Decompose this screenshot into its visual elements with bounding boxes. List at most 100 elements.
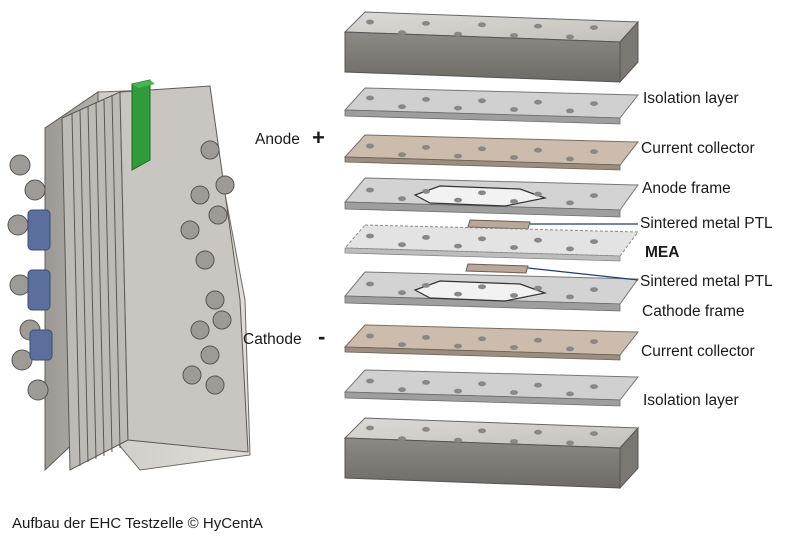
label-isolation-layer-bottom: Isolation layer <box>643 392 739 409</box>
bolt-hole <box>398 387 406 393</box>
bolt-hole <box>510 390 518 395</box>
green-electrode-tab <box>131 79 151 171</box>
bolt-hole <box>422 427 430 432</box>
bolt-hole <box>478 98 486 104</box>
plate-current-collector-bottom <box>343 324 640 361</box>
assembled-cell <box>7 79 251 472</box>
cell-bolts-right <box>180 140 235 395</box>
bolt-hole <box>566 391 574 397</box>
bolt-hole <box>566 34 574 40</box>
bolt-hole <box>478 190 486 196</box>
plate-isolation-top <box>343 87 640 125</box>
bolt-hole <box>510 107 518 112</box>
cell-layer-lines <box>61 91 129 471</box>
bolt-hole <box>566 246 574 252</box>
ptl-cathode <box>465 263 529 274</box>
bolt-hole <box>366 333 374 339</box>
bolt-hole <box>510 293 518 298</box>
bolt-hole <box>454 243 462 249</box>
bolt-hole <box>510 33 518 38</box>
bolt-hole <box>478 428 486 434</box>
green-electrode-tab-top <box>132 80 155 88</box>
bolt-hole <box>566 294 574 300</box>
bolt-hole <box>478 146 486 152</box>
plate-isolation-bottom <box>343 369 640 407</box>
bolt-hole <box>366 233 374 239</box>
label-current-collector-bottom: Current collector <box>641 343 755 360</box>
bolt-hole <box>454 388 462 394</box>
bolt-hole <box>534 237 542 243</box>
bolt-hole <box>422 235 430 240</box>
bolt-hole <box>398 290 406 296</box>
bolt-hole <box>366 143 374 149</box>
label-anode: Anode <box>255 131 300 148</box>
bolt-hole <box>590 101 598 106</box>
plate-current-collector-top <box>343 134 640 171</box>
bolt-hole <box>534 429 542 435</box>
bolt-hole <box>366 378 374 384</box>
bolt-hole <box>566 346 574 352</box>
bolt-hole <box>398 342 406 348</box>
bolt-hole <box>590 193 598 199</box>
bolt-hole <box>398 30 406 36</box>
top-end-plate <box>343 11 640 84</box>
bolt-hole <box>510 155 518 160</box>
label-isolation-layer-top: Isolation layer <box>643 90 739 107</box>
bolt-hole <box>478 336 486 342</box>
bolt-hole <box>478 284 486 290</box>
bolt-hole <box>366 281 374 287</box>
bolt-hole <box>590 384 598 389</box>
bolt-hole <box>366 95 374 101</box>
bolt-hole <box>590 149 598 155</box>
bolt-hole <box>366 187 374 193</box>
plate-mea <box>343 224 639 262</box>
bolt-hole <box>366 19 374 25</box>
leader-line-ptl-cathode <box>527 267 639 281</box>
cell-bolts-left <box>7 154 49 401</box>
bolt-hole <box>566 200 574 206</box>
bolt-hole <box>398 152 406 158</box>
bolt-hole <box>422 189 430 194</box>
label-sintered-ptl-anode: Sintered metal PTL <box>640 215 773 232</box>
bolt-hole <box>454 105 462 111</box>
bolt-hole <box>454 31 462 37</box>
bottom-end-plate <box>343 417 640 490</box>
bolt-hole <box>566 156 574 162</box>
label-sintered-ptl-cathode: Sintered metal PTL <box>640 273 773 290</box>
bolt-hole <box>454 153 462 159</box>
bolt-hole <box>590 25 598 30</box>
bolt-hole <box>510 345 518 350</box>
cell-springs <box>27 209 53 361</box>
bolt-hole <box>422 21 430 26</box>
bolt-hole <box>566 440 574 446</box>
exploded-stack <box>343 11 640 490</box>
figure-caption: Aufbau der EHC Testzelle © HyCentA <box>12 515 263 532</box>
label-current-collector-top: Current collector <box>641 140 755 157</box>
bolt-hole <box>478 236 486 242</box>
label-cathode-frame: Cathode frame <box>642 303 745 320</box>
bolt-hole <box>478 381 486 387</box>
bolt-hole <box>534 382 542 388</box>
bolt-hole <box>454 291 462 297</box>
bolt-hole <box>534 285 542 291</box>
bolt-hole <box>422 145 430 150</box>
label-cathode: Cathode <box>243 331 302 348</box>
bolt-hole <box>590 431 598 436</box>
ptl-anode <box>467 219 531 230</box>
bolt-hole <box>534 23 542 29</box>
bolt-hole <box>454 197 462 203</box>
bolt-hole <box>590 239 598 245</box>
bolt-hole <box>534 99 542 105</box>
bolt-hole <box>478 22 486 28</box>
bolt-hole <box>398 242 406 248</box>
bolt-hole <box>534 337 542 343</box>
bolt-hole <box>510 439 518 444</box>
bolt-hole <box>398 104 406 110</box>
bolt-hole <box>422 335 430 340</box>
bolt-hole <box>590 339 598 344</box>
label-anode-frame: Anode frame <box>642 180 731 197</box>
label-anode-sign: + <box>312 125 325 150</box>
bolt-hole <box>534 147 542 153</box>
bolt-hole <box>398 196 406 202</box>
